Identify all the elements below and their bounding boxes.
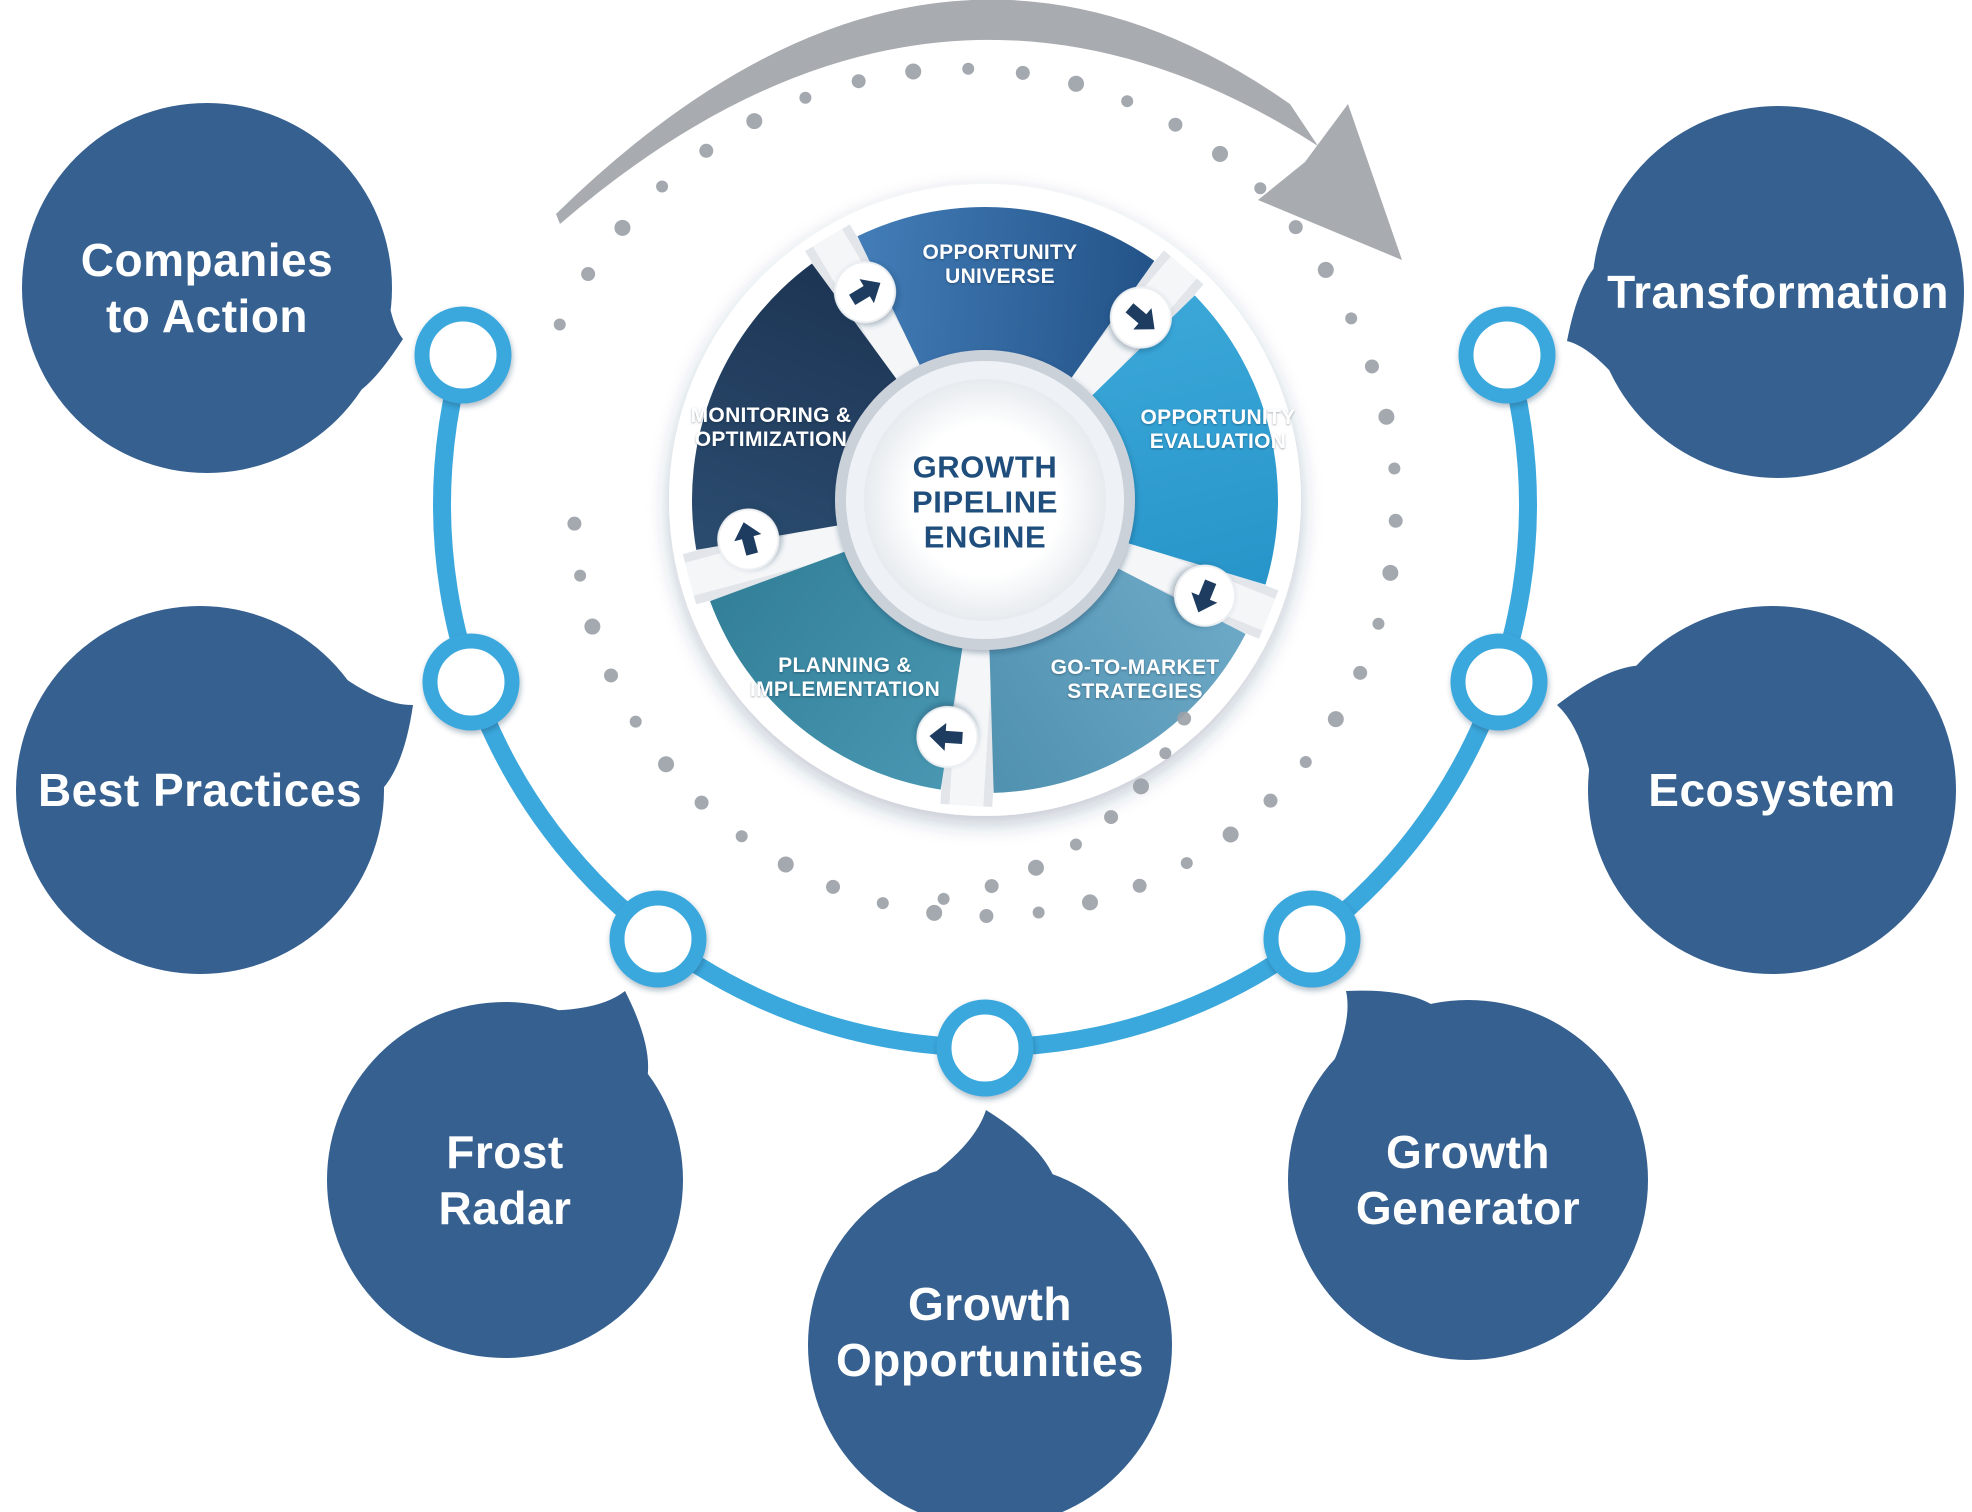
bubble-best-practices <box>16 606 384 974</box>
clockwise-arrow-icon <box>1109 286 1172 349</box>
bubble-ecosystem <box>1588 606 1956 974</box>
connector-node <box>609 890 707 988</box>
clockwise-arrow-icon <box>834 261 896 324</box>
connector-node <box>1458 306 1556 404</box>
connector-node <box>1450 633 1548 731</box>
connector-node <box>1263 890 1361 988</box>
connector-node <box>936 999 1034 1097</box>
clockwise-arrow-icon <box>1174 564 1237 627</box>
bubble-transformation <box>1592 106 1964 478</box>
connector-node <box>414 306 512 404</box>
bubble-frost-radar <box>327 1002 683 1358</box>
connector-node <box>422 633 520 731</box>
connector-nodes <box>414 306 1556 1097</box>
clockwise-arrow-icon <box>717 508 780 571</box>
dotted-spiral <box>553 62 1403 923</box>
clockwise-arrow-icon <box>916 706 979 769</box>
segment-opportunity-universe <box>857 206 1155 386</box>
segment-go-to-market-strategies <box>989 563 1246 793</box>
dotted-spiral-inner <box>937 711 1192 905</box>
bubble-tail-growth-opportunities <box>918 1110 1056 1185</box>
growth-pipeline-wheel <box>669 184 1301 816</box>
segment-planning-implementation <box>710 548 964 790</box>
swoosh-arrow-icon <box>556 0 1402 260</box>
bubble-growth-opportunities <box>808 1163 1172 1512</box>
bubble-growth-generator <box>1288 1000 1648 1360</box>
segment-monitoring-optimization <box>692 263 903 550</box>
hub-circle <box>864 379 1106 621</box>
bubbles <box>16 103 1964 1512</box>
bubble-companies-to-action <box>22 103 392 473</box>
